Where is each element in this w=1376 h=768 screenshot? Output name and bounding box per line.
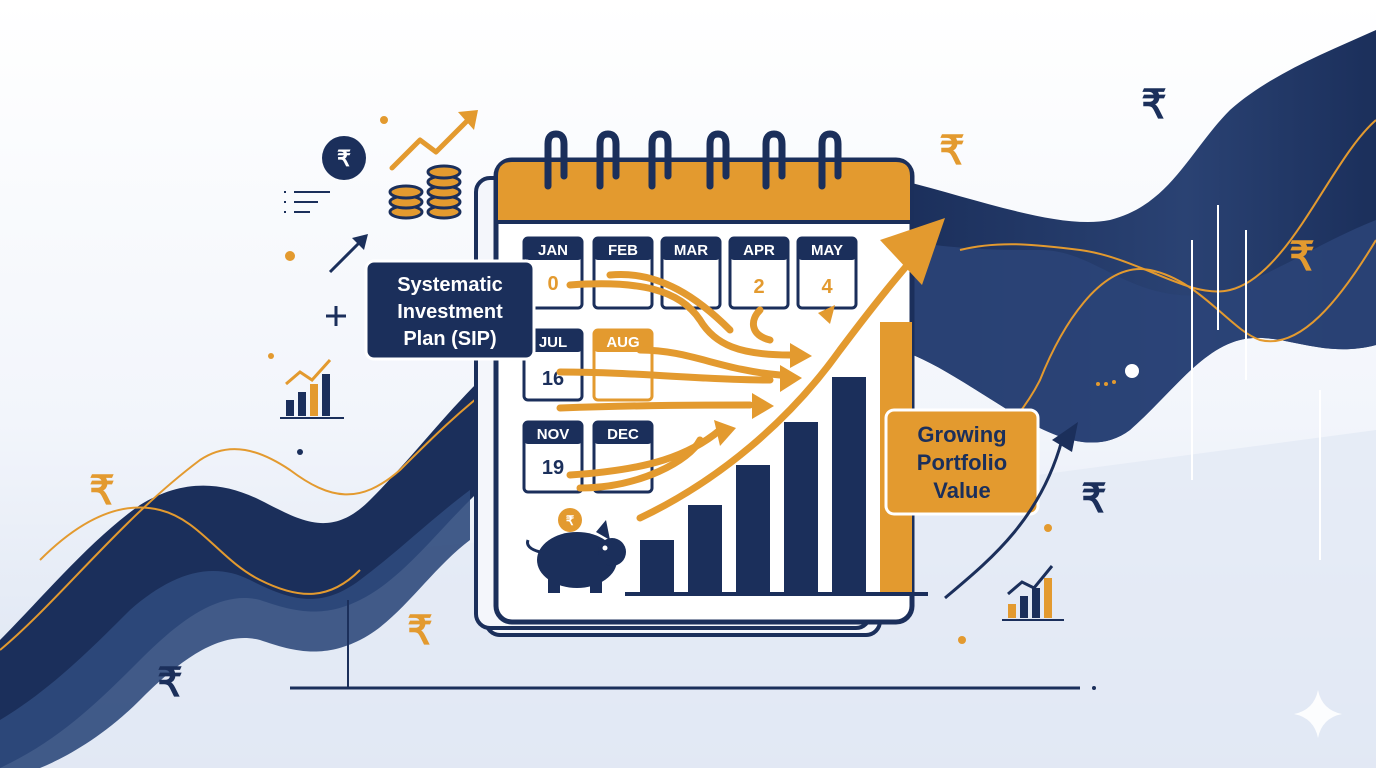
month-label: FEB — [608, 242, 638, 259]
trend-line-left — [0, 379, 501, 651]
sparkle-icon — [1294, 690, 1342, 738]
rupee-circle-icon: ₹ — [322, 136, 366, 180]
month-value: 2 — [753, 276, 764, 298]
bar — [784, 422, 818, 592]
upward-arrow — [944, 439, 1064, 600]
rupee-icon: ₹ — [1081, 477, 1106, 521]
month-cell-apr: APR 2 — [728, 236, 790, 310]
dot — [268, 353, 274, 359]
month-label: JAN — [538, 242, 568, 259]
sip-label: Systematic Investment Plan (SIP) — [364, 259, 536, 361]
month-cell-jul: JUL 16 — [522, 328, 584, 402]
month-label: JUL — [539, 334, 567, 351]
dot — [1096, 382, 1100, 386]
dot — [1104, 382, 1108, 386]
bar-chart-icon-left — [280, 358, 344, 419]
month-cell-may: MAY 4 — [796, 236, 858, 310]
month-label: APR — [743, 242, 775, 259]
sip-label-line3: Plan (SIP) — [403, 328, 496, 350]
bar-chart-icon-right — [1002, 565, 1064, 621]
sip-label-line1: Systematic — [397, 274, 503, 296]
flow-arrows — [556, 270, 794, 492]
rupee-icon: ₹ — [1141, 83, 1166, 127]
flow-arrowheads — [714, 305, 835, 446]
month-cell-aug: AUG — [592, 328, 654, 402]
dot — [285, 251, 295, 261]
rupee-icon: ₹ — [939, 129, 964, 173]
currency-symbol: ₹ — [337, 146, 351, 171]
rupee-icon: ₹ — [157, 661, 182, 705]
rupee-icon: ₹ — [1289, 235, 1314, 279]
calendar-rings — [544, 130, 842, 190]
month-label: AUG — [606, 334, 639, 351]
month-value: 19 — [542, 457, 564, 479]
month-label: DEC — [607, 426, 639, 443]
growth-label-line1: Growing — [917, 422, 1006, 447]
bar — [736, 465, 770, 592]
left-wave-back — [0, 490, 470, 768]
month-cell-nov: NOV 19 — [522, 420, 584, 494]
bar — [640, 540, 674, 592]
growth-label-line3: Value — [933, 478, 990, 503]
upward-arrow-head — [1052, 422, 1078, 452]
month-label: MAY — [811, 242, 843, 259]
trend-up-icon — [389, 110, 478, 171]
coin-stacks-icon — [388, 164, 462, 220]
month-value: 0 — [547, 273, 558, 295]
month-cell-jan: JAN 0 — [522, 236, 584, 310]
month-value: 4 — [821, 276, 833, 298]
rupee-icon: ₹ — [89, 469, 114, 513]
growth-arrow-head — [880, 218, 945, 285]
dot — [958, 636, 966, 644]
rupee-icon: ₹ — [407, 609, 432, 653]
dot — [380, 116, 388, 124]
trend-line-left-2 — [39, 506, 361, 595]
dot — [1092, 686, 1096, 690]
calendar-header — [498, 162, 910, 222]
dot — [297, 449, 303, 455]
highlight-dot — [1125, 364, 1139, 378]
bar — [832, 377, 866, 592]
month-label: MAR — [674, 242, 708, 259]
plus-icon — [326, 306, 346, 326]
dot — [1112, 380, 1116, 384]
month-label: NOV — [537, 426, 570, 443]
growth-label: Growing Portfolio Value — [884, 408, 1040, 516]
arrow-up-right-icon — [328, 234, 368, 274]
bar — [688, 505, 722, 592]
list-lines-icon — [284, 191, 330, 213]
calendar: JAN 0 FEB MAR APR 2 MAY 4 — [474, 130, 945, 637]
trend-line-right-2 — [959, 119, 1376, 293]
coin-symbol: ₹ — [566, 513, 575, 528]
piggy-bank-icon: ₹ — [526, 508, 626, 593]
right-wave-front — [900, 220, 1376, 443]
growth-arrow — [636, 258, 914, 522]
dot — [1044, 524, 1052, 532]
growth-label-line2: Portfolio — [917, 450, 1007, 475]
bar-chart — [625, 322, 928, 596]
sip-label-line2: Investment — [397, 301, 503, 323]
